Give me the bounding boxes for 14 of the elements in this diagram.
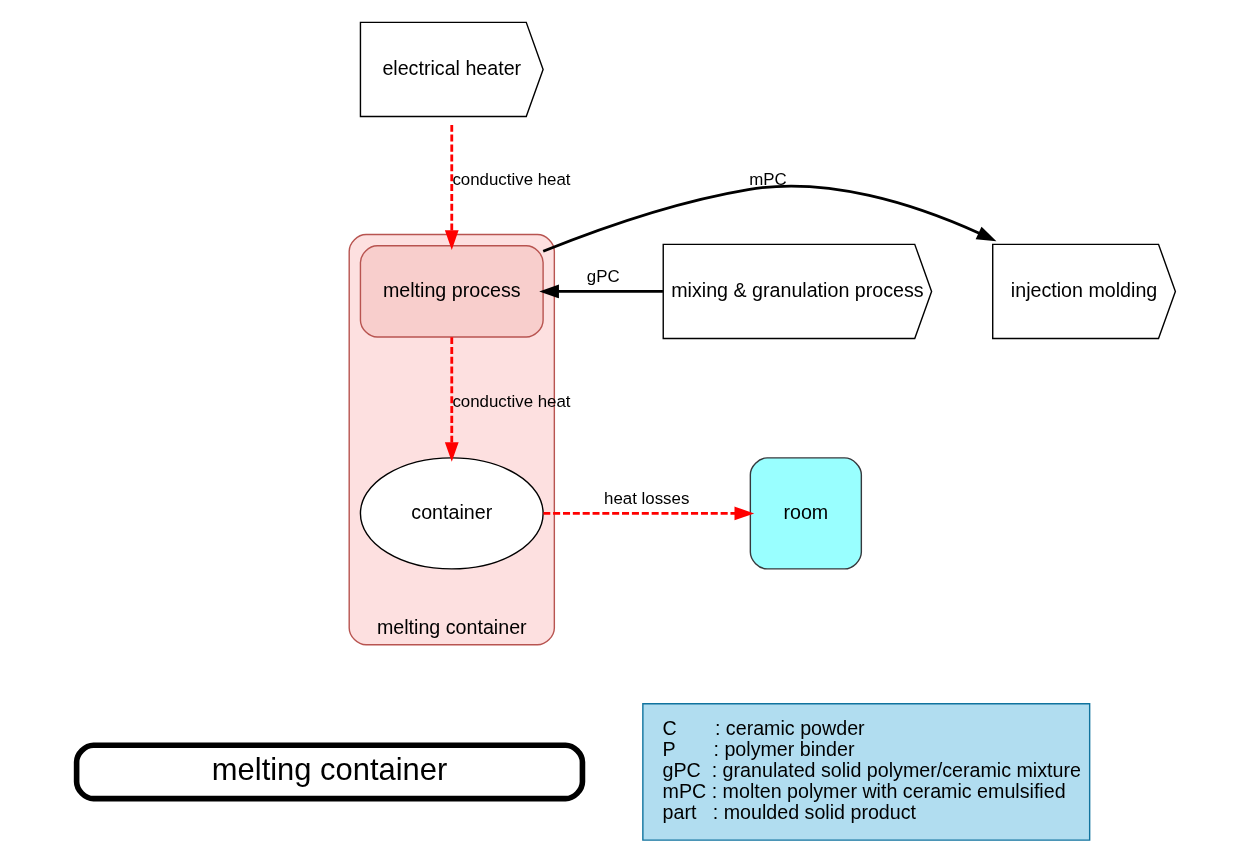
node-ellipse: container [359,457,544,570]
edge-label: heat losses [603,489,689,509]
arrow [542,506,754,521]
arrow [444,337,459,462]
node-box: room [749,457,862,570]
arrow [538,284,663,299]
edge-label: mPC [748,169,787,189]
node-box: melting container [73,742,585,802]
edge-label: conductive heat [451,169,571,189]
edge-label: gPC [586,267,620,287]
node-box: melting process [359,245,544,338]
node-box: C : ceramic powder P : polymer binder gPC : granulated solid polymer/ceramic mixture mPC : molten polymer with ceramic emulsified part : moulded solid product [641,703,1090,841]
arrow [444,125,459,250]
arrow [542,184,996,253]
